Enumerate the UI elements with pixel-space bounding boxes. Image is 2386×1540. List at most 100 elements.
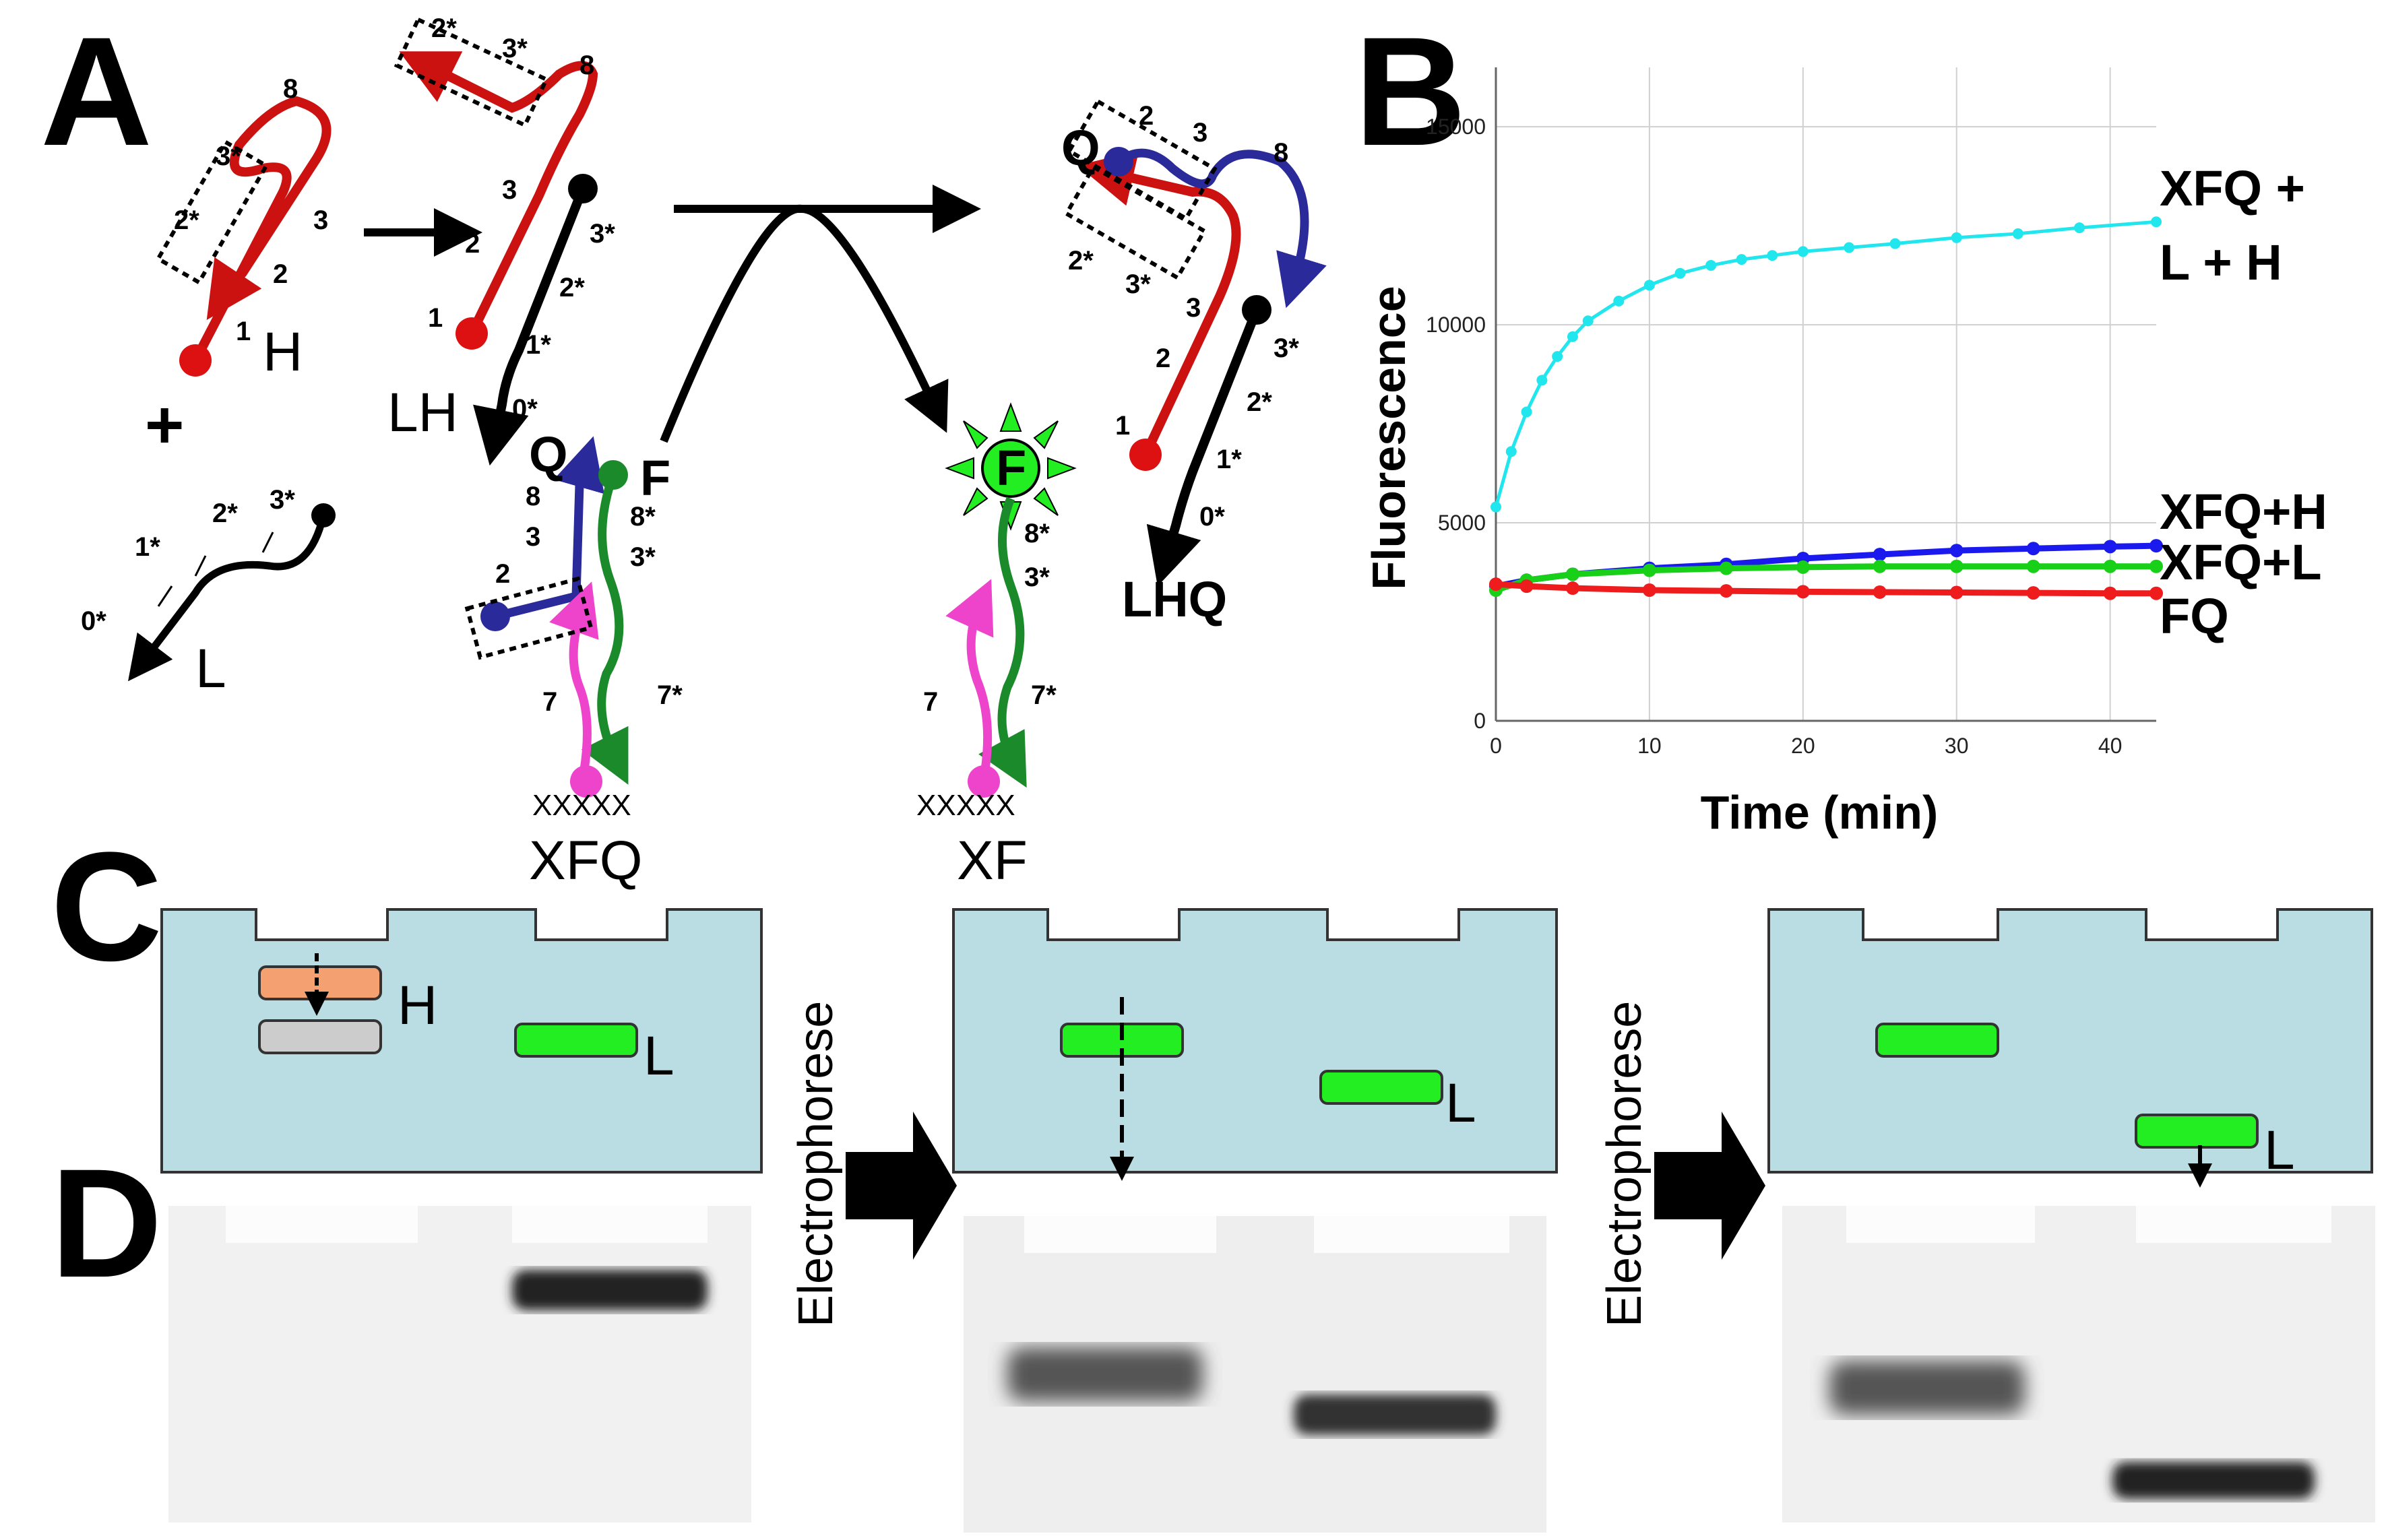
legend-fq: FQ	[2160, 588, 2229, 644]
x-tick-label: 10	[1637, 734, 1662, 758]
panel-d	[168, 1206, 2375, 1533]
chart-series	[1489, 216, 2163, 600]
y-tick-label: 5000	[1438, 511, 1486, 535]
series-2	[1489, 559, 2163, 597]
panel-c: H L Electrophorese L Electrophorese L	[160, 908, 2373, 1327]
h-domain-2star: 2*	[174, 205, 199, 235]
data-point	[1565, 567, 1579, 581]
data-point	[2012, 228, 2023, 239]
lhq-domain-1: 1	[1115, 411, 1130, 441]
h-domain-3: 3	[313, 205, 328, 235]
xfq-q: Q	[529, 426, 568, 482]
gel-schematic-2	[952, 908, 1558, 1174]
series-0	[1490, 216, 2162, 513]
electrophorese-arrow-1	[846, 1112, 957, 1260]
electrophorese-arrow-2	[1654, 1112, 1765, 1260]
data-point	[2026, 559, 2040, 573]
lhq-domain-1star: 1*	[1216, 445, 1242, 474]
data-point	[1844, 242, 1855, 253]
complex-xfq: Q F 8 8* 3 3* 2 7 7* XXXXX XFQ	[464, 426, 683, 891]
xfq-domain-7star: 7*	[657, 680, 683, 710]
data-point	[1951, 232, 1962, 243]
chart-grid	[1496, 67, 2156, 721]
complex-lhq: Q 2 3 8 2* 3* 3 3* 2 2* 1 1* 0* LHQ	[1061, 98, 1327, 627]
xfq-domain-3star: 3*	[630, 542, 656, 572]
band-h-gray	[258, 1019, 382, 1054]
legend-xfq-lh-line2: L + H	[2160, 234, 2282, 290]
xfq-domain-8star: 8*	[630, 502, 656, 532]
band-l-2	[1319, 1070, 1443, 1105]
data-point	[2026, 542, 2040, 556]
data-point	[1719, 584, 1733, 598]
h-domain-2: 2	[273, 259, 288, 289]
xfq-domain-3: 3	[526, 522, 540, 552]
complex-xf: F 8* 3* 7 7* XXXXX XF	[916, 402, 1077, 891]
x-tick-label: 20	[1791, 734, 1815, 758]
reaction-arrow	[660, 185, 981, 443]
gel-schematic-3	[1767, 908, 2373, 1174]
electrophorese-label-1: Electrophorese	[789, 1001, 843, 1327]
data-point	[1949, 585, 1964, 600]
x-tick-label: 30	[1945, 734, 1969, 758]
label-xfq: XFQ	[529, 830, 643, 891]
lh-domain-3: 3	[502, 175, 517, 205]
panel-letter-b: B	[1354, 5, 1466, 178]
lh-domain-3star-b: 3*	[590, 219, 615, 249]
gel-photo-2	[964, 1216, 1546, 1533]
lhq-domain-3: 3	[1193, 118, 1207, 148]
panel-a: 8 3* 2* 3 2 1 H + 0* 1* 2* 3* L	[81, 13, 1327, 891]
legend-xfq-lh-line1: XFQ +	[2160, 160, 2305, 216]
y-axis-title: Fluorescence	[1362, 286, 1415, 589]
lhq-domain-2: 2	[1139, 101, 1154, 131]
l-domain-2star: 2*	[212, 499, 238, 528]
l-domain-1star: 1*	[135, 532, 160, 562]
data-point	[1949, 544, 1964, 558]
xf-domain-8star: 8*	[1024, 519, 1050, 548]
data-point	[1797, 246, 1809, 257]
lh-domain-2star: 2*	[431, 13, 457, 43]
lhq-domain-2star-b: 2*	[1247, 387, 1272, 417]
xfq-f: F	[640, 450, 670, 506]
y-tick-label: 15000	[1426, 115, 1486, 139]
lh-domain-1: 1	[428, 303, 443, 333]
lhq-domain-0star: 0*	[1199, 502, 1225, 532]
lh-domain-2: 2	[465, 229, 480, 259]
data-point	[1736, 254, 1747, 265]
label-c-l2: L	[1445, 1072, 1476, 1134]
data-point	[1490, 501, 1501, 513]
lhq-domain-2-b: 2	[1156, 344, 1170, 373]
data-point	[1613, 295, 1625, 307]
plot-area	[1496, 67, 2156, 721]
data-point	[2103, 559, 2117, 573]
label-l: L	[195, 638, 226, 699]
data-point	[1552, 351, 1563, 362]
label-c-h: H	[398, 975, 437, 1036]
xf-domain-7star: 7*	[1031, 680, 1057, 710]
data-point	[2149, 559, 2163, 573]
h-domain-8: 8	[283, 74, 298, 104]
data-point	[2103, 540, 2117, 554]
y-tick-label: 10000	[1426, 313, 1486, 337]
data-point	[2149, 586, 2163, 600]
l-domain-3star: 3*	[270, 485, 295, 515]
band-l-3	[2135, 1114, 2259, 1149]
data-point	[1674, 267, 1686, 279]
xf-xxxxx: XXXXX	[916, 789, 1015, 822]
data-point	[2026, 586, 2040, 600]
strand-h: 8 3* 2* 3 2 1 H	[155, 74, 332, 383]
band-h-orange	[258, 965, 382, 1000]
x-axis-title: Time (min)	[1701, 786, 1939, 839]
legend-xfq-h: XFQ+H	[2160, 484, 2327, 540]
lhq-domain-3star: 3*	[1125, 269, 1151, 299]
lh-domain-3star: 3*	[502, 34, 528, 63]
xf-domain-3star: 3*	[1024, 563, 1050, 592]
data-point	[1582, 315, 1594, 327]
h-domain-1: 1	[236, 317, 251, 346]
xf-domain-7: 7	[923, 687, 938, 717]
electrophorese-label-2: Electrophorese	[1598, 1001, 1652, 1327]
data-point	[1642, 583, 1656, 597]
